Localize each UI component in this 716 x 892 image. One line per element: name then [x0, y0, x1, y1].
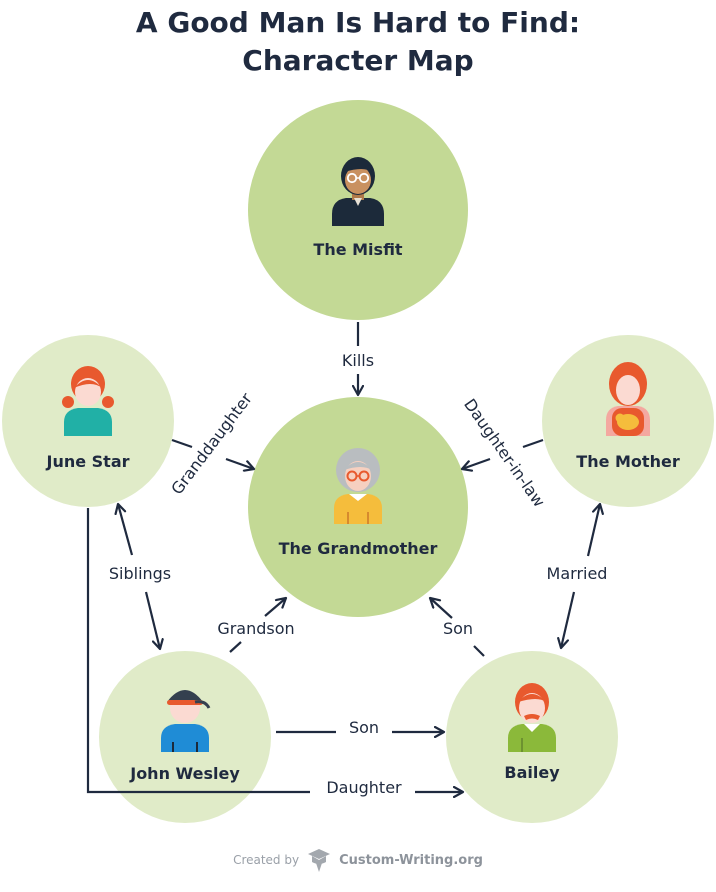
footer-created-by: Created by — [233, 853, 300, 867]
granddaughter-edge-a — [171, 438, 193, 449]
siblings-label: Siblings — [109, 564, 171, 583]
married-edge-a — [586, 504, 600, 557]
misfit-label: The Misfit — [313, 240, 403, 259]
siblings-edge-a — [118, 504, 134, 556]
married-label: Married — [547, 564, 608, 583]
footer: Created by Custom-Writing.org — [0, 846, 716, 874]
son-grandmother-edge-b — [430, 598, 453, 619]
granddaughter-edge-b — [225, 457, 254, 469]
grandson-edge-a — [229, 641, 242, 653]
john-wesley-label: John Wesley — [129, 764, 240, 783]
mother-label: The Mother — [576, 452, 680, 471]
john-wesley-avatar-icon — [161, 690, 211, 752]
title-line-2: Character Map — [242, 44, 474, 77]
daughter-in-law-edge-b — [462, 457, 491, 469]
grandmother-label: The Grandmother — [279, 539, 438, 558]
son-bailey-label: Son — [349, 718, 379, 737]
june-star-label: June Star — [45, 452, 129, 471]
bailey-avatar-icon — [508, 683, 556, 752]
married-edge-b — [561, 591, 576, 648]
graduation-cap-icon — [308, 849, 331, 872]
daughter-bailey-edge-a — [86, 508, 310, 794]
title-line-1: A Good Man Is Hard to Find: — [135, 6, 581, 39]
mother-avatar-icon — [606, 362, 650, 436]
misfit-avatar-icon — [332, 157, 384, 226]
footer-brand[interactable]: Custom-Writing.org — [339, 852, 483, 868]
daughter-in-law-label: Daughter-in-law — [460, 395, 549, 511]
daughter-bailey-label: Daughter — [326, 778, 402, 797]
grandson-label: Grandson — [217, 619, 294, 638]
son-grandmother-label: Son — [443, 619, 473, 638]
siblings-edge-b — [144, 591, 160, 649]
bailey-label: Bailey — [504, 763, 560, 782]
page-title: A Good Man Is Hard to Find: Character Ma… — [0, 4, 716, 80]
june-star-avatar-icon — [62, 366, 114, 436]
kills-label: Kills — [342, 351, 374, 370]
grandson-edge-b — [264, 598, 286, 617]
grandmother-avatar-icon — [334, 448, 382, 524]
daughter-in-law-edge-a — [522, 438, 544, 449]
son-grandmother-edge-a — [473, 645, 485, 657]
